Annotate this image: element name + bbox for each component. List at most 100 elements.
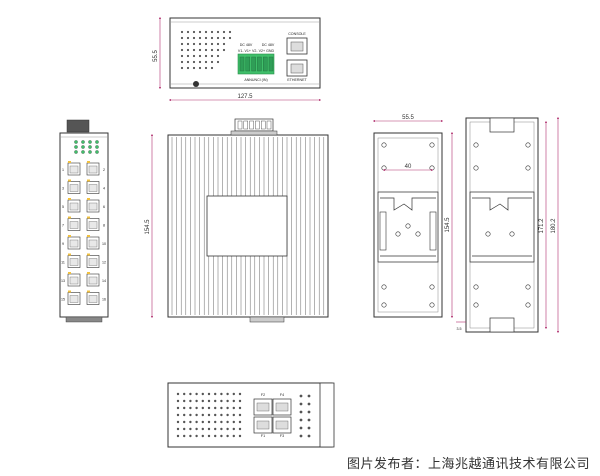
vent-hole: [307, 410, 311, 414]
vent-hole: [220, 413, 223, 417]
vent-hole: [195, 420, 198, 424]
mounting-hole: [525, 165, 531, 171]
vent-hole: [198, 66, 202, 70]
vent-hole: [176, 413, 180, 417]
port-number: 8: [103, 224, 105, 228]
vent-hole: [204, 30, 208, 34]
top-width-dim: 127.5: [237, 94, 253, 100]
vent-hole: [183, 434, 186, 438]
ethernet-port-label: ETHERNET: [287, 78, 307, 82]
vent-hole: [201, 406, 204, 410]
mounting-hole: [473, 284, 479, 290]
ground-screw-icon: [193, 81, 199, 87]
front-panel-body: [59, 132, 109, 318]
vent-hole: [226, 399, 229, 403]
status-led: [81, 145, 85, 149]
vent-hole: [201, 392, 204, 396]
side-height-dim: 154.5: [145, 219, 151, 235]
vent-hole: [299, 434, 303, 438]
mounting-hole: [485, 231, 491, 237]
vent-hole: [207, 434, 211, 438]
status-led: [88, 145, 92, 149]
status-led: [74, 150, 78, 154]
vent-hole: [183, 427, 186, 431]
vent-hole: [238, 413, 242, 417]
sfp-label-f3: F3: [280, 434, 284, 438]
vent-hole: [220, 392, 223, 396]
vent-hole: [204, 60, 208, 64]
mounting-hole: [429, 302, 435, 308]
vent-hole: [198, 30, 202, 34]
mounting-hole: [381, 142, 387, 148]
vent-hole: [226, 413, 229, 417]
mounting-hole: [509, 231, 515, 237]
sfp-ports: [253, 398, 292, 434]
vent-hole: [207, 406, 211, 410]
port-number: 11: [61, 261, 65, 265]
port-number: 12: [102, 261, 106, 265]
vent-hole: [204, 42, 208, 46]
vent-hole: [232, 406, 235, 410]
image-caption: 图片发布者：上海兆越通讯技术有限公司: [346, 457, 590, 472]
vent-hole: [198, 36, 202, 40]
port-number: 1: [62, 168, 64, 172]
sfp-label-f1: F1: [261, 434, 265, 438]
port-number: 4: [103, 187, 105, 191]
vent-hole: [214, 406, 217, 410]
vent-hole: [220, 406, 223, 410]
vent-hole: [186, 66, 190, 70]
vent-hole: [204, 54, 208, 58]
vent-hole: [210, 48, 214, 52]
terminal-title: ANNUNCI (IN): [244, 78, 267, 82]
vent-hole: [198, 54, 202, 58]
din-rail-side-view: 171.2 180.2 3.5: [456, 116, 560, 334]
vent-hole: [189, 413, 192, 417]
vent-hole: [226, 427, 229, 431]
din-height-dim: 154.5: [445, 217, 451, 233]
terminal-pins: [239, 56, 274, 72]
vent-hole: [226, 392, 229, 396]
heatsink-fins: [171, 137, 325, 315]
port-number: 13: [61, 279, 65, 283]
vent-hole: [220, 434, 223, 438]
vent-hole: [192, 30, 196, 34]
vent-hole: [186, 42, 190, 46]
vent-hole: [216, 48, 220, 52]
vent-hole: [220, 420, 223, 424]
port-number: 9: [62, 242, 64, 246]
port-number: 3: [62, 187, 64, 191]
status-led: [95, 150, 99, 154]
vent-hole: [299, 410, 303, 414]
vent-hole: [228, 30, 232, 34]
vent-hole: [192, 66, 196, 70]
vent-hole: [210, 66, 214, 70]
vent-hole: [198, 48, 202, 52]
vent-hole: [201, 413, 204, 417]
vent-hole: [226, 406, 229, 410]
vent-hole: [180, 66, 184, 70]
vent-hole: [201, 420, 204, 424]
vent-hole: [201, 427, 204, 431]
vent-hole: [176, 406, 180, 410]
vent-hole: [204, 66, 208, 70]
vent-hole: [214, 427, 217, 431]
vent-hole: [207, 413, 211, 417]
side-view: 154.5: [145, 118, 329, 323]
vent-hole: [232, 427, 235, 431]
vent-hole: [186, 30, 190, 34]
vent-hole: [176, 427, 180, 431]
port-number: 16: [102, 298, 106, 302]
vent-hole: [204, 48, 208, 52]
vent-hole: [307, 418, 311, 422]
vent-hole: [186, 54, 190, 58]
label-area: [206, 195, 288, 257]
vent-hole: [204, 36, 208, 40]
din-plate-side: [465, 117, 539, 333]
vent-hole: [192, 60, 196, 64]
din-inner-dim: 40: [405, 164, 412, 170]
vent-hole: [189, 399, 192, 403]
mounting-hole: [381, 165, 387, 171]
vent-hole: [214, 413, 217, 417]
vent-hole: [232, 413, 235, 417]
